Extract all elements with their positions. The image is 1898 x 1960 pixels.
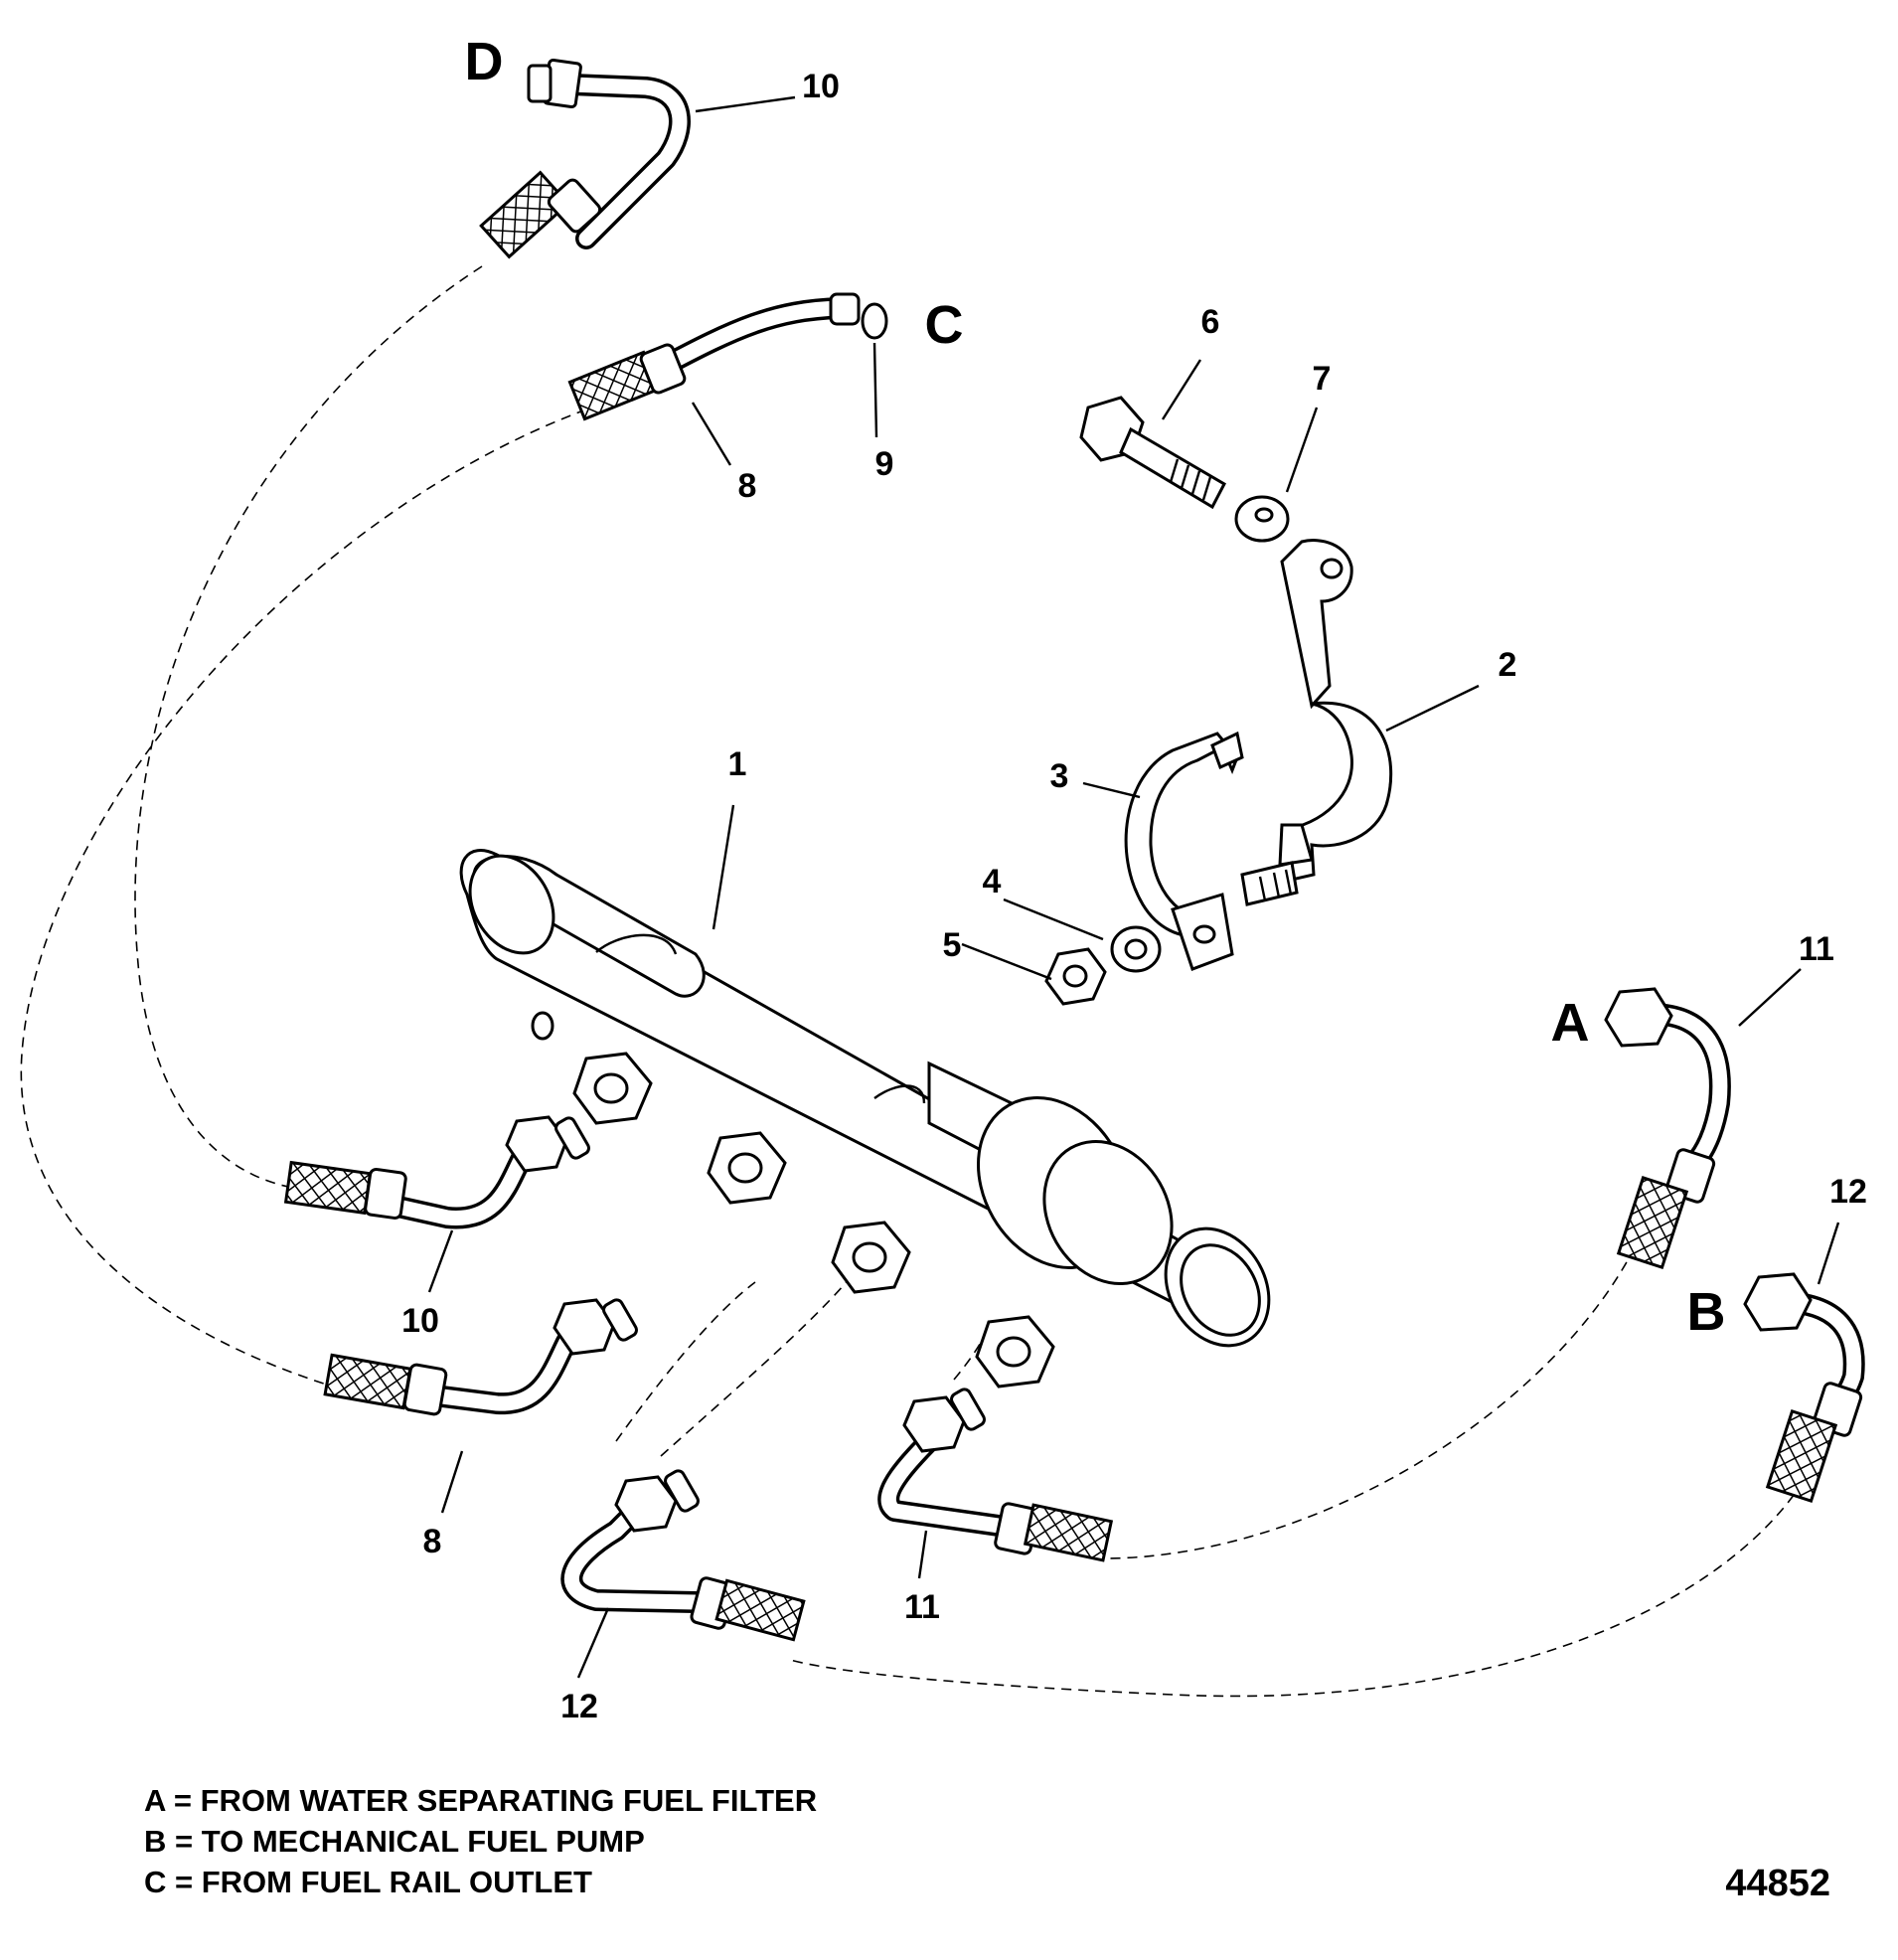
callout-numbers: 1 2 3 4 5 6 7 8 9 10 10 8 12 11 11 12 — [401, 68, 1867, 1725]
callout-9: 9 — [875, 445, 894, 483]
nut-5 — [1044, 947, 1107, 1006]
fuel-line-12-upper — [1743, 1272, 1865, 1504]
letter-A: A — [1551, 993, 1590, 1053]
legend: A = FROM WATER SEPARATING FUEL FILTER B … — [144, 1783, 817, 1899]
callout-11-lower: 11 — [904, 1588, 940, 1626]
connection-letters: D C A B — [465, 32, 1726, 1342]
leader-lines — [427, 95, 1840, 1679]
fuel-line-8-upper — [567, 292, 861, 421]
callout-12-upper: 12 — [1829, 1173, 1867, 1211]
rail-fitting-4 — [975, 1315, 1055, 1388]
callout-10-upper: 10 — [802, 68, 840, 105]
callout-7: 7 — [1313, 360, 1332, 398]
rail-fitting-2 — [707, 1131, 787, 1205]
lock-washer-4 — [1110, 925, 1162, 973]
o-ring-9 — [861, 302, 888, 340]
callout-6: 6 — [1201, 303, 1220, 341]
fuel-line-11-upper — [1604, 987, 1731, 1270]
letter-B: B — [1687, 1282, 1726, 1342]
letter-C: C — [925, 295, 964, 355]
strap-3 — [1124, 731, 1244, 971]
fuel-line-10-lower — [283, 1115, 590, 1229]
callout-5: 5 — [943, 926, 962, 964]
letter-D: D — [465, 32, 504, 91]
callout-10-lower: 10 — [401, 1302, 439, 1340]
callout-12-lower: 12 — [560, 1688, 598, 1725]
fuel-line-11-lower — [877, 1388, 1114, 1562]
callout-3: 3 — [1050, 757, 1069, 795]
fuel-line-8-lower — [323, 1298, 638, 1416]
callout-8-upper: 8 — [738, 467, 757, 505]
callout-11-upper: 11 — [1799, 930, 1834, 968]
callout-2: 2 — [1499, 646, 1517, 684]
fuel-rail-1 — [459, 849, 1271, 1348]
bolt-6 — [1079, 396, 1226, 510]
callout-4: 4 — [983, 863, 1002, 900]
hose-routing-lines — [20, 265, 1805, 1698]
figure-number: 44852 — [1725, 1863, 1830, 1904]
legend-line-a: A = FROM WATER SEPARATING FUEL FILTER — [144, 1783, 817, 1818]
legend-line-c: C = FROM FUEL RAIL OUTLET — [144, 1865, 592, 1899]
legend-line-b: B = TO MECHANICAL FUEL PUMP — [144, 1824, 645, 1859]
clamp-2 — [1240, 539, 1393, 906]
callout-8-lower: 8 — [423, 1523, 442, 1560]
rail-fitting-1 — [572, 1052, 653, 1125]
fuel-line-12-lower — [560, 1469, 806, 1642]
callout-1: 1 — [728, 745, 747, 783]
rail-fitting-3 — [831, 1221, 911, 1294]
washer-7 — [1234, 495, 1290, 543]
fuel-line-10-upper — [479, 59, 691, 259]
